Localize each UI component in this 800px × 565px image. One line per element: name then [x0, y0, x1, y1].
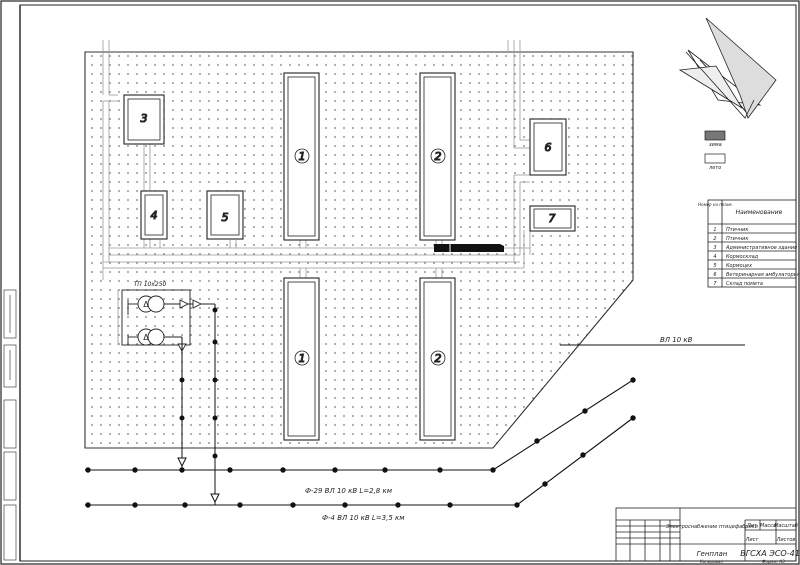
svg-text:Ветеринарная амбулатория: Ветеринарная амбулатория — [726, 272, 800, 278]
project-name: Электроснабжение птицефабрики — [665, 524, 759, 530]
svg-text:Кормосклад: Кормосклад — [726, 254, 759, 260]
svg-text:Склад помета: Склад помета — [726, 281, 763, 287]
building-number: 2 — [435, 150, 442, 163]
building-6[interactable]: 6 — [529, 118, 567, 176]
transformer-label: ТП 10х250 — [134, 281, 167, 288]
legend-rows: 1 Птичник 2 Птичник 3 Административное з… — [713, 227, 800, 287]
building-3[interactable]: 3 — [123, 94, 165, 145]
winter-swatch-icon — [704, 130, 726, 141]
building-number: 4 — [151, 209, 158, 222]
stage-header: Лит — [746, 523, 758, 529]
roads — [102, 40, 531, 345]
svg-text:2: 2 — [713, 236, 716, 242]
building-number: 5 — [222, 211, 229, 224]
svg-text:Административное здание: Административное здание — [725, 245, 797, 251]
copied-label: Копировал — [700, 559, 723, 564]
building-number: 1 — [299, 352, 306, 365]
building-number: 6 — [545, 141, 552, 154]
winter-label: зима — [709, 142, 722, 148]
svg-text:6: 6 — [713, 272, 716, 278]
vl10-label: ВЛ 10 кВ — [660, 336, 693, 344]
building-2-top[interactable]: 2 — [419, 72, 456, 241]
wind-rose — [678, 17, 777, 119]
svg-text:Кормоцех: Кормоцех — [726, 263, 752, 269]
svg-text:Птичник: Птичник — [726, 236, 748, 242]
svg-text:Птичник: Птичник — [726, 227, 748, 233]
sheets-label: Листов — [776, 537, 796, 543]
svg-text:4: 4 — [713, 254, 716, 260]
svg-text:5: 5 — [713, 263, 716, 269]
svg-text:3: 3 — [713, 245, 716, 251]
drawing-code: ВГСХА ЭСО-41 — [740, 549, 800, 558]
title-block — [615, 507, 797, 562]
svg-text:Δ: Δ — [143, 300, 149, 309]
building-number: 3 — [141, 112, 148, 125]
site-boundary — [84, 51, 634, 449]
building-5[interactable]: 5 — [206, 190, 244, 240]
sheet-label: Лист — [745, 537, 760, 543]
sheet-title: Генплан — [697, 550, 728, 558]
building-7[interactable]: 7 — [529, 205, 576, 232]
svg-text:1: 1 — [713, 227, 716, 233]
building-1-bottom[interactable]: 1 — [283, 277, 320, 441]
building-number: 7 — [549, 212, 556, 225]
line-poles — [85, 377, 636, 508]
feeder-taps — [177, 304, 220, 505]
manure-conveyor — [434, 244, 504, 252]
summer-label: лето — [708, 165, 721, 171]
wind-rose-legend: зима лето — [704, 130, 726, 171]
f29-label: Ф-29 ВЛ 10 кВ L=2,8 км — [305, 487, 393, 495]
building-number: 2 — [435, 352, 442, 365]
format-label: Формат А3 — [762, 559, 785, 564]
legend-header-number: Номер на плане — [698, 202, 732, 207]
building-2-bottom[interactable]: 2 — [419, 277, 456, 441]
building-4[interactable]: 4 — [140, 190, 168, 240]
building-number: 1 — [299, 150, 306, 163]
left-margin-strip — [3, 289, 17, 561]
tap-poles — [179, 307, 218, 459]
f4-label: Ф-4 ВЛ 10 кВ L=3,5 км — [322, 514, 405, 522]
mass-header: Масса — [760, 523, 776, 529]
summer-swatch-icon — [704, 153, 726, 164]
building-1-top[interactable]: 1 — [283, 72, 320, 241]
legend-header-name: Наименование — [736, 209, 783, 216]
scale-header: Масштаб — [774, 523, 798, 529]
building-legend-table — [707, 199, 797, 288]
svg-text:7: 7 — [713, 281, 717, 287]
svg-text:Δ: Δ — [143, 333, 149, 342]
